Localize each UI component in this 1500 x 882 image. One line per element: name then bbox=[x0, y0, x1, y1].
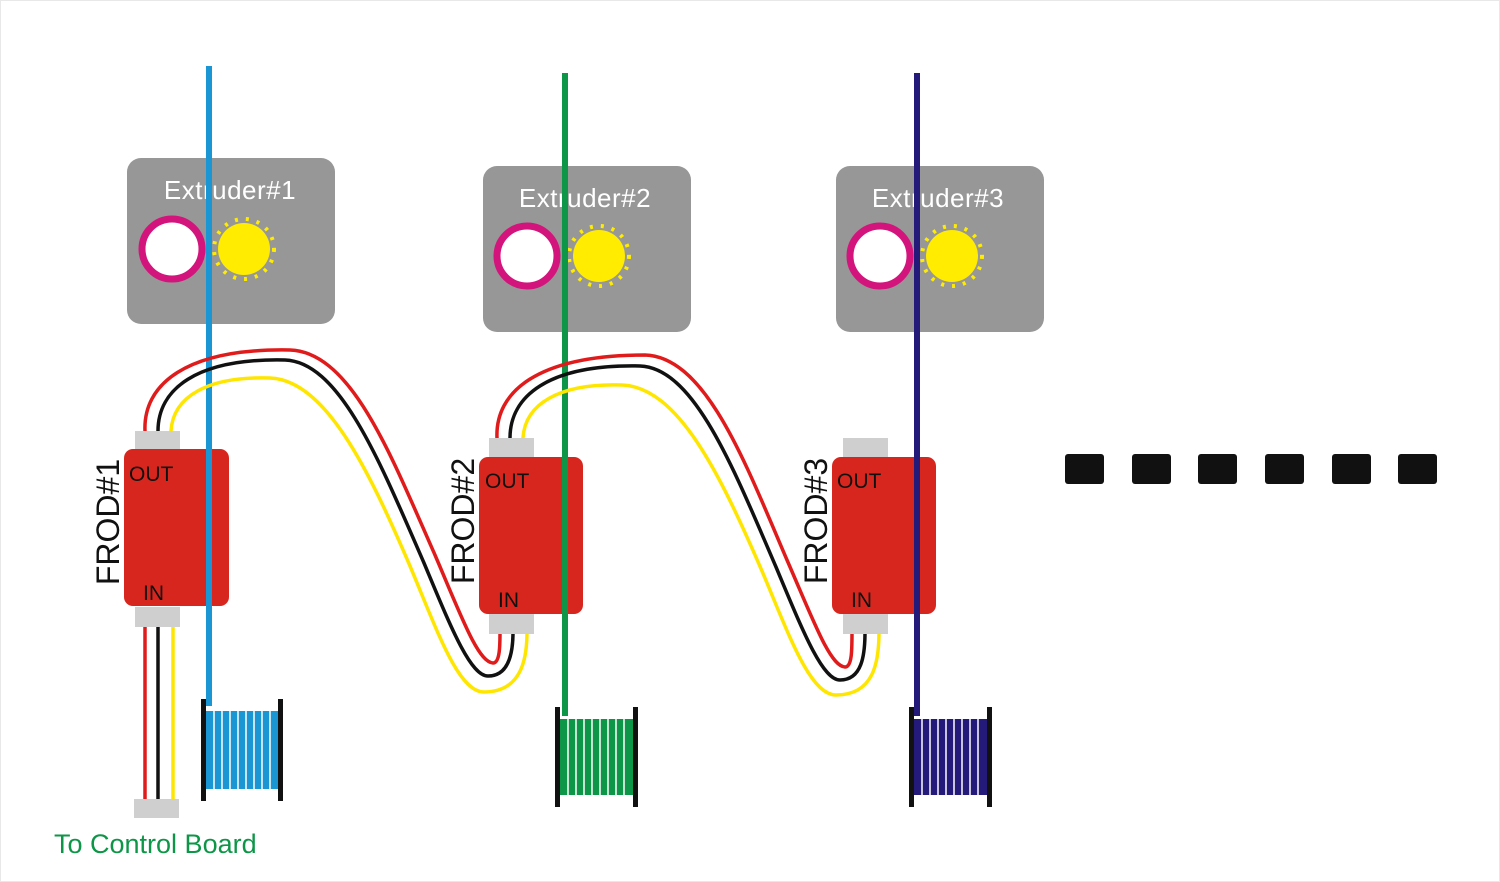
frod-2-in-label: IN bbox=[498, 589, 519, 612]
frod-1-out-label: OUT bbox=[129, 463, 174, 486]
extruder-2: Extruder#2 bbox=[483, 166, 691, 332]
nozzle-ring-icon bbox=[493, 222, 561, 290]
continuation-block bbox=[1132, 454, 1171, 484]
extruder-3: Extruder#3 bbox=[836, 166, 1044, 332]
frod-3-label: FROD#3 bbox=[798, 458, 834, 584]
in-connector bbox=[489, 614, 534, 634]
wires-to-control-board bbox=[143, 627, 175, 799]
out-connector bbox=[843, 438, 888, 457]
frod-2-label: FROD#2 bbox=[445, 458, 481, 584]
extruder-1-label: Extruder#1 bbox=[164, 175, 296, 205]
continuation-block bbox=[1398, 454, 1437, 484]
heater-icon bbox=[920, 224, 984, 288]
to-control-board-label: To Control Board bbox=[54, 829, 257, 859]
frod-module-2: OUT IN FROD#2 bbox=[445, 438, 583, 634]
frod-3-out-label: OUT bbox=[837, 470, 882, 493]
frod-module-1: OUT IN FROD#1 bbox=[90, 431, 229, 627]
in-connector bbox=[843, 614, 888, 634]
continuation-block bbox=[1265, 454, 1304, 484]
continuation-block bbox=[1332, 454, 1371, 484]
continuation-block bbox=[1198, 454, 1237, 484]
continuation-block bbox=[1065, 454, 1104, 484]
in-connector bbox=[135, 607, 180, 627]
heater-icon bbox=[567, 224, 631, 288]
extruder-3-label: Extruder#3 bbox=[872, 183, 1004, 213]
continuation-ellipsis bbox=[1065, 454, 1437, 484]
frod-1-in-label: IN bbox=[143, 582, 164, 605]
out-connector bbox=[135, 431, 180, 450]
filament-spool-3 bbox=[909, 707, 992, 807]
frod-2-out-label: OUT bbox=[485, 470, 530, 493]
wire-harness-2-to-3 bbox=[495, 353, 881, 697]
out-connector bbox=[489, 438, 534, 457]
filament-spool-1 bbox=[201, 699, 283, 801]
nozzle-ring-icon bbox=[846, 222, 914, 290]
frod-module-3: OUT IN FROD#3 bbox=[798, 438, 936, 634]
filament-spool-2 bbox=[555, 707, 638, 807]
frod-1-label: FROD#1 bbox=[90, 459, 126, 585]
heater-icon bbox=[212, 217, 276, 281]
wire-harness-1-to-2 bbox=[143, 348, 529, 694]
control-board-connector bbox=[134, 799, 179, 818]
extruder-1: Extruder#1 bbox=[127, 158, 335, 324]
frod-3-in-label: IN bbox=[851, 589, 872, 612]
nozzle-ring-icon bbox=[138, 215, 206, 283]
extruder-2-label: Extruder#2 bbox=[519, 183, 651, 213]
